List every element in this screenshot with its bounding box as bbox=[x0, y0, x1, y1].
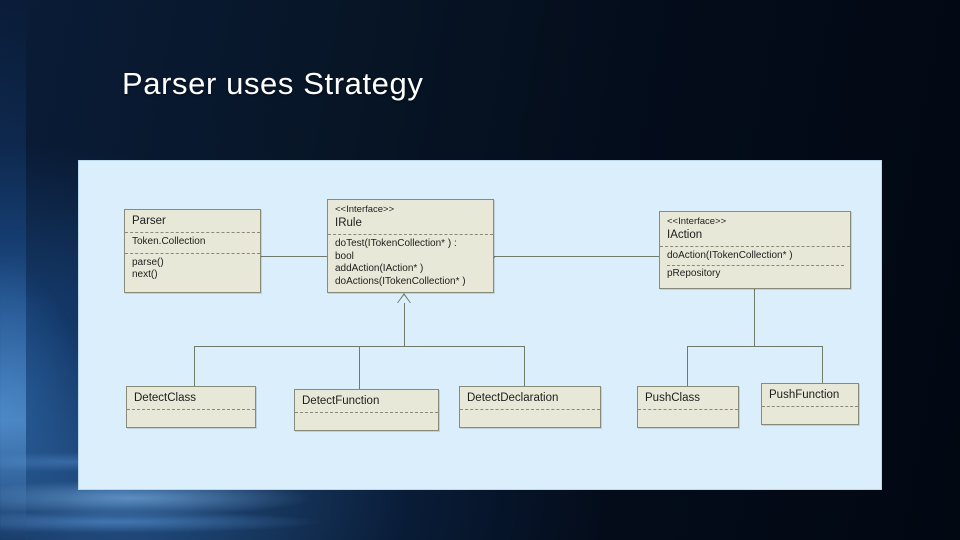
uml-stereotype: <<Interface>> bbox=[667, 216, 727, 227]
uml-interface-iaction-name: IAction bbox=[667, 229, 703, 241]
uml-operation: addAction(IAction* ) bbox=[335, 263, 424, 274]
uml-separator bbox=[125, 232, 260, 233]
uml-diagram-canvas: Parser Token.Collection parse() next() <… bbox=[78, 160, 882, 490]
connector-iaction-bus bbox=[687, 346, 822, 347]
generalization-triangle-irule-inner bbox=[398, 295, 410, 303]
uml-class-detectfunction-body bbox=[295, 413, 438, 420]
uml-class-detectclass-body bbox=[127, 410, 255, 417]
uml-class-detectdeclaration-body bbox=[460, 410, 600, 417]
uml-operation: doAction(ITokenCollection* ) bbox=[667, 250, 793, 261]
uml-separator bbox=[295, 412, 438, 413]
uml-class-pushclass-name: PushClass bbox=[645, 392, 700, 404]
connector-irule-stem bbox=[404, 303, 405, 346]
uml-separator bbox=[762, 406, 858, 407]
uml-separator bbox=[125, 252, 260, 254]
uml-class-detectfunction[interactable]: DetectFunction bbox=[294, 389, 439, 431]
connector-drop-detectdeclaration bbox=[524, 346, 525, 389]
uml-operation: doActions(ITokenCollection* ) bbox=[335, 275, 466, 287]
uml-class-parser-name: Parser bbox=[132, 215, 166, 227]
uml-operation: doTest(ITokenCollection* ) : bbox=[335, 238, 457, 249]
uml-interface-irule-name: IRule bbox=[335, 217, 362, 229]
uml-class-parser-operations: parse() next() bbox=[125, 254, 260, 286]
uml-class-pushfunction-body bbox=[762, 407, 858, 414]
connector-irule-iaction bbox=[494, 256, 669, 257]
background-left-edge-glow bbox=[0, 0, 26, 540]
uml-class-detectdeclaration-name: DetectDeclaration bbox=[467, 392, 559, 404]
connector-drop-detectfunction bbox=[359, 346, 360, 391]
uml-class-pushclass-body bbox=[638, 410, 738, 417]
uml-separator bbox=[328, 234, 493, 235]
uml-interface-irule-header: <<Interface>> IRule bbox=[328, 200, 493, 234]
uml-operation: bool bbox=[335, 250, 354, 262]
uml-separator bbox=[460, 409, 600, 410]
uml-operation: pRepository bbox=[667, 267, 721, 279]
page-title: Parser uses Strategy bbox=[122, 66, 424, 101]
uml-operation: parse() bbox=[132, 256, 164, 268]
connector-iaction-stem bbox=[754, 286, 755, 346]
connector-drop-detectclass bbox=[194, 346, 195, 389]
uml-class-parser[interactable]: Parser Token.Collection parse() next() bbox=[124, 209, 261, 293]
uml-class-parser-attributes: Token.Collection bbox=[125, 233, 260, 253]
uml-class-detectfunction-name: DetectFunction bbox=[302, 395, 380, 407]
uml-class-detectclass[interactable]: DetectClass bbox=[126, 386, 256, 428]
uml-class-pushfunction-name: PushFunction bbox=[769, 389, 840, 401]
uml-class-detectclass-name: DetectClass bbox=[134, 392, 196, 404]
uml-separator bbox=[660, 246, 850, 247]
connector-drop-pushfunction bbox=[822, 346, 823, 384]
connector-parser-irule bbox=[259, 256, 329, 257]
uml-interface-irule-operations: doTest(ITokenCollection* ) : bool addAct… bbox=[328, 235, 493, 292]
uml-operation: next() bbox=[132, 269, 158, 280]
uml-separator bbox=[127, 409, 255, 410]
uml-interface-irule[interactable]: <<Interface>> IRule doTest(ITokenCollect… bbox=[327, 199, 494, 293]
uml-separator bbox=[667, 264, 844, 266]
uml-stereotype: <<Interface>> bbox=[335, 204, 395, 215]
connector-drop-pushclass bbox=[687, 346, 688, 386]
uml-interface-iaction-operations: doAction(ITokenCollection* ) pRepository bbox=[660, 247, 850, 284]
uml-interface-iaction[interactable]: <<Interface>> IAction doAction(ITokenCol… bbox=[659, 211, 851, 289]
uml-class-pushfunction[interactable]: PushFunction bbox=[761, 383, 859, 425]
uml-class-pushclass[interactable]: PushClass bbox=[637, 386, 739, 428]
uml-interface-iaction-header: <<Interface>> IAction bbox=[660, 212, 850, 246]
uml-class-detectdeclaration[interactable]: DetectDeclaration bbox=[459, 386, 601, 428]
uml-attribute: Token.Collection bbox=[132, 236, 206, 247]
uml-separator bbox=[328, 292, 493, 293]
uml-separator bbox=[638, 409, 738, 410]
